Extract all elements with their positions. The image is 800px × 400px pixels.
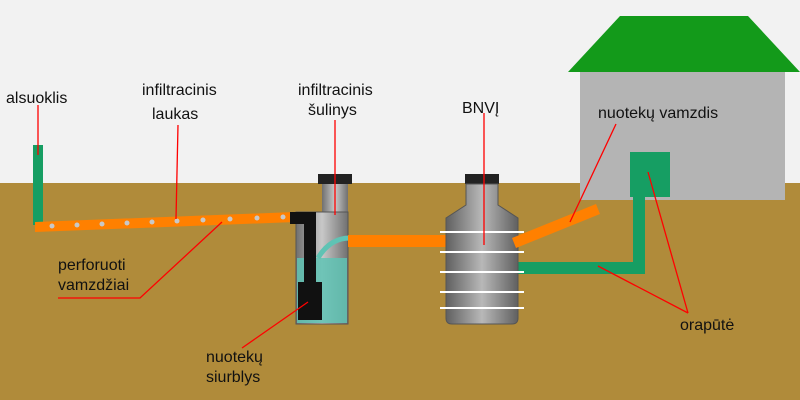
label-sewer-pipe: nuotekų vamzdis (598, 105, 718, 122)
label-infiltration-well-line1: infiltracinis (298, 82, 373, 99)
infiltration-well-icon (290, 174, 352, 325)
pipe-elbow (290, 212, 316, 224)
pointer-perforated-pipes (58, 221, 223, 299)
pointer-infiltration-field (175, 124, 179, 220)
labels: alsuoklis infiltracinis laukas infiltrac… (6, 82, 734, 386)
pointer-lines (37, 105, 689, 349)
label-alsuoklis: alsuoklis (6, 90, 67, 107)
perforated-pipe (35, 212, 295, 232)
tank-body (445, 183, 519, 325)
label-perforated-pipes: perforuoti vamzdžiai (58, 257, 130, 294)
tank-lid (465, 174, 499, 184)
label-ventilation: orapūtė (680, 317, 734, 334)
house-wall (580, 70, 785, 200)
pointer-ventilation-b (647, 171, 689, 314)
tank-rings (440, 231, 524, 309)
label-perforated-pipes-line1: perforuoti (58, 257, 126, 274)
house-roof (568, 16, 800, 72)
well-to-tank-pipe (348, 235, 452, 247)
label-perforated-pipes-line2: vamzdžiai (58, 277, 129, 294)
house-icon (568, 16, 800, 200)
sewage-pump-icon (298, 282, 322, 320)
pointer-sewer-pipe (569, 123, 617, 223)
house-to-tank-pipe (512, 204, 600, 248)
label-sewage-pump-line1: nuotekų (206, 349, 263, 366)
alsuoklis-vent-pipe (33, 145, 43, 225)
label-infiltration-well-line2: šulinys (308, 102, 357, 119)
pointer-ventilation-a (597, 265, 689, 314)
ventilation-pipe (510, 152, 670, 274)
perforations (49, 214, 286, 229)
label-sewage-pump: nuotekų siurblys (206, 349, 267, 386)
ventilation-vertical-pipe (633, 195, 645, 273)
label-infiltration-field-line2: laukas (152, 106, 198, 123)
pump-riser-pipe (304, 220, 316, 288)
pointer-sewage-pump (241, 301, 309, 349)
label-infiltration-field-line1: infiltracinis (142, 82, 217, 99)
label-bnvi: BNVĮ (462, 100, 499, 117)
ventilation-horizontal-pipe (510, 262, 645, 274)
bnvi-tank-icon (440, 174, 524, 325)
label-infiltration-field: infiltracinis laukas (142, 82, 221, 123)
ventilation-box (630, 152, 670, 197)
label-sewage-pump-line2: siurblys (206, 369, 260, 386)
well-inlet-pipe (315, 235, 351, 260)
label-infiltration-well: infiltracinis šulinys (298, 82, 377, 119)
